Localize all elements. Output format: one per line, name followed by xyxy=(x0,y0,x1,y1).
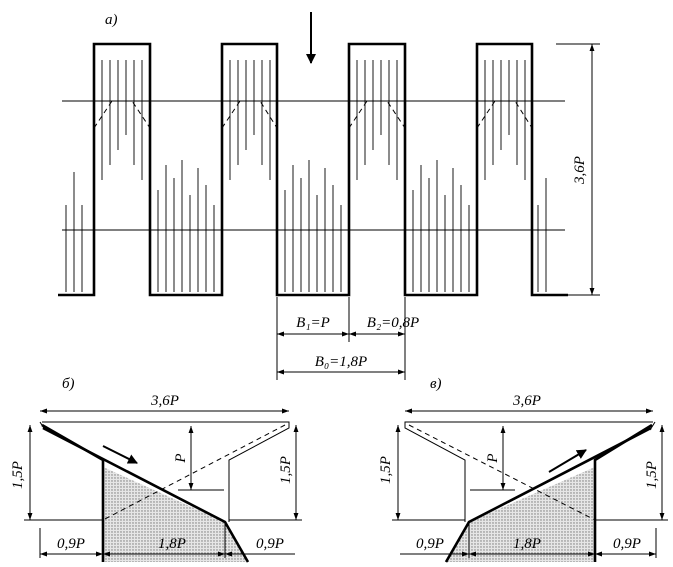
b-dashed-diagonal xyxy=(102,424,286,521)
panel-b: б) 3,6P 1,5P 1,5P P 0,9P xyxy=(10,376,302,563)
c-stress-area xyxy=(446,467,595,562)
height-label: 3,6P xyxy=(572,156,588,185)
panel-a-label: a) xyxy=(105,12,118,28)
upper-hatching xyxy=(101,60,526,180)
b-stress-area xyxy=(103,467,248,562)
c-left-bottom-label: 0,9P xyxy=(416,536,444,552)
b1-label: B₁=P xyxy=(296,315,330,331)
c-outline xyxy=(404,421,653,522)
b-right-bottom-label: 0,9P xyxy=(256,536,284,552)
width-dimensions: B₁=P B₂=0,8P B₀=1,8P xyxy=(276,297,419,380)
c-motion-arrow xyxy=(548,449,587,473)
c-left-depth-label: 1,5P xyxy=(378,456,394,484)
c-mid-bottom-label: 1,8P xyxy=(513,536,541,552)
c-width-label: 3,6P xyxy=(512,393,541,409)
c-right-wall xyxy=(593,423,653,562)
upper-dashed-marks xyxy=(93,100,533,129)
b-p-label: P xyxy=(173,453,189,463)
b-right-depth-label: 1,5P xyxy=(278,456,294,484)
c-right-depth-label: 1,5P xyxy=(644,461,660,489)
b2-label: B₂=0,8P xyxy=(367,315,419,331)
c-p-label: P xyxy=(485,453,501,463)
panel-c-label: в) xyxy=(430,376,442,392)
b0-label: B₀=1,8P xyxy=(315,354,367,370)
height-dimension: 3,6P xyxy=(556,43,600,296)
tooth-profile xyxy=(58,42,568,297)
panel-a: a) xyxy=(58,12,600,380)
panel-b-label: б) xyxy=(62,376,75,392)
c-dashed-diagonal xyxy=(408,424,596,521)
b-left-depth-label: 1,5P xyxy=(10,461,26,489)
b-left-wall xyxy=(41,423,105,562)
panel-c: в) 3,6P 1,5P 1,5P P 0,9P xyxy=(378,376,668,563)
b-outline xyxy=(42,421,290,522)
c-right-bottom-label: 0,9P xyxy=(613,536,641,552)
b-width-label: 3,6P xyxy=(150,393,179,409)
lower-hatching xyxy=(65,160,547,292)
b-mid-bottom-label: 1,8P xyxy=(158,536,186,552)
b-motion-arrow xyxy=(102,445,138,464)
b-left-bottom-label: 0,9P xyxy=(57,536,85,552)
